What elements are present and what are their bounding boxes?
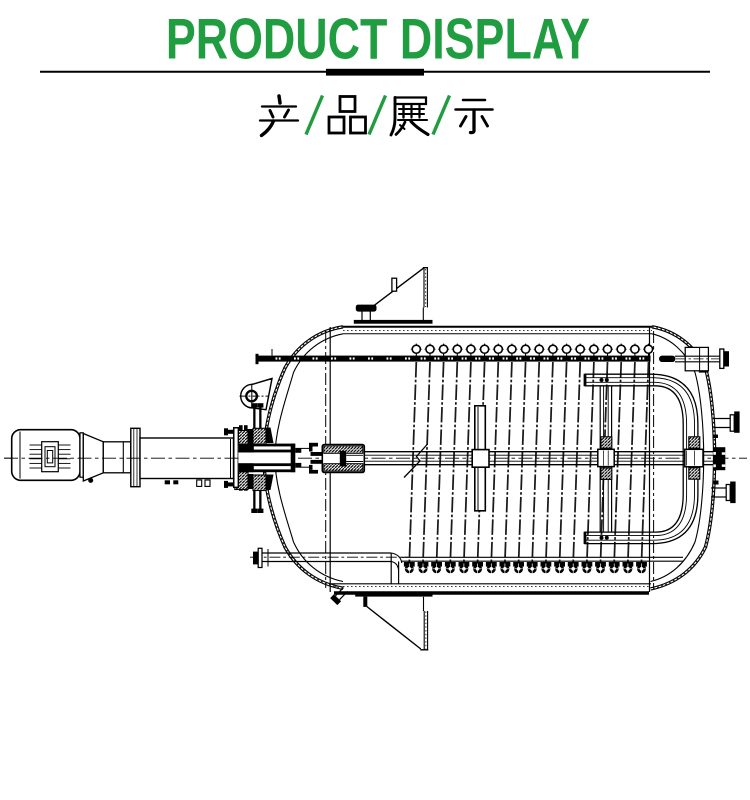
- svg-text:PRODUCT DISPLAY: PRODUCT DISPLAY: [166, 6, 590, 71]
